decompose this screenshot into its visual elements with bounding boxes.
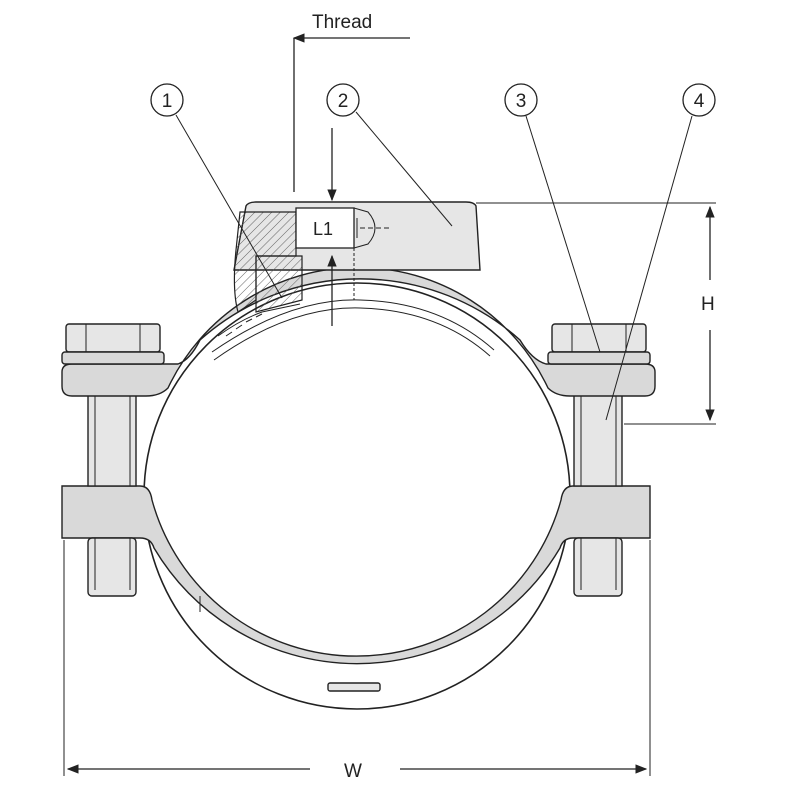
right-bolt-upper: [573, 393, 623, 487]
svg-text:1: 1: [162, 91, 173, 112]
gasket-arc: [211, 299, 495, 353]
svg-text:2: 2: [338, 91, 349, 112]
svg-text:3: 3: [516, 91, 527, 112]
left-bolt-lower: [87, 537, 137, 597]
callout-4: 4: [682, 83, 716, 117]
svg-text:4: 4: [694, 91, 705, 112]
callout-1: 1: [150, 83, 184, 117]
callout-2: 2: [326, 83, 360, 117]
pipe-outline: [143, 282, 571, 710]
upper-saddle-body: [61, 266, 656, 397]
callout-3: 3: [504, 83, 538, 117]
thread-insert: [255, 255, 303, 313]
lower-strap: [61, 485, 651, 665]
l1-label: L1: [313, 219, 333, 239]
left-nut: [61, 323, 165, 365]
thread-label: Thread: [312, 12, 372, 33]
strap-bottom-nub: [327, 682, 381, 692]
threaded-bore: [295, 207, 355, 249]
left-bolt-upper: [87, 393, 137, 487]
h-label: H: [701, 294, 715, 315]
w-label: W: [344, 761, 362, 782]
right-bolt-lower: [573, 537, 623, 597]
right-nut: [547, 323, 651, 365]
bore-tip: [353, 207, 376, 249]
